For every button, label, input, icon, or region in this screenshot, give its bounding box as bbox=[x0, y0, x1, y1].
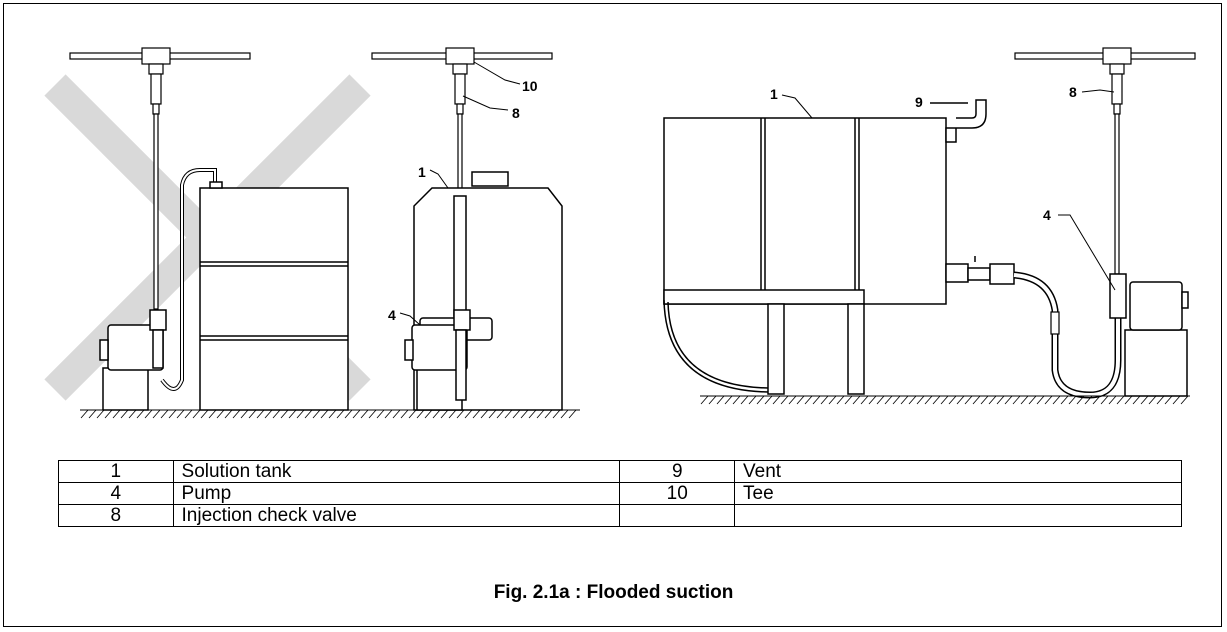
callout-tank-middle: 1 bbox=[418, 164, 426, 180]
legend-number: 8 bbox=[58, 504, 174, 527]
injection-line-left bbox=[150, 73, 162, 310]
installation-diagram: 10 8 1 4 1 9 8 4 bbox=[44, 47, 1196, 419]
pump-right bbox=[1109, 273, 1189, 397]
legend-label: Vent bbox=[734, 460, 1182, 483]
injection-line-middle bbox=[454, 73, 466, 195]
legend-number: 9 bbox=[619, 460, 736, 483]
legend-label: Injection check valve bbox=[172, 504, 621, 527]
figure-caption: Fig. 2.1a : Flooded suction bbox=[493, 582, 734, 603]
suction-hose-right bbox=[1013, 271, 1122, 399]
legend-number: 1 bbox=[58, 460, 174, 483]
legend-label bbox=[734, 504, 1182, 527]
legend-label: Tee bbox=[734, 482, 1182, 505]
legend-number: 4 bbox=[58, 482, 174, 505]
ground-hatching bbox=[80, 395, 1189, 419]
tee-pipe-right bbox=[1014, 47, 1196, 75]
legend-label: Solution tank bbox=[172, 460, 621, 483]
solution-tank-right bbox=[663, 117, 947, 305]
incorrect-installation bbox=[44, 47, 580, 411]
drain-valve bbox=[945, 256, 1015, 285]
callout-pump-middle: 4 bbox=[388, 307, 396, 323]
tank-stand bbox=[663, 289, 865, 395]
figure-frame bbox=[3, 3, 1222, 627]
callout-pump-right: 4 bbox=[1043, 207, 1051, 223]
tee-pipe-left bbox=[69, 47, 251, 75]
callout-vent-right: 9 bbox=[915, 94, 923, 110]
pump-left bbox=[99, 309, 167, 411]
legend-number: 10 bbox=[619, 482, 736, 505]
right-installation bbox=[663, 47, 1196, 399]
callout-tank-right: 1 bbox=[770, 86, 778, 102]
legend-label: Pump bbox=[172, 482, 621, 505]
leader-lines-right bbox=[781, 89, 1116, 291]
legend-number bbox=[619, 504, 736, 527]
middle-installation bbox=[371, 47, 580, 411]
callout-check-valve-middle: 8 bbox=[512, 105, 520, 121]
injection-line-right bbox=[1111, 73, 1123, 275]
pump-middle bbox=[404, 309, 493, 411]
callout-check-valve-right: 8 bbox=[1069, 84, 1077, 100]
leader-lines-middle bbox=[399, 61, 521, 326]
drum bbox=[199, 181, 349, 411]
tee-pipe-middle bbox=[371, 47, 553, 75]
vent bbox=[930, 99, 987, 143]
callout-tee-middle: 10 bbox=[522, 78, 538, 94]
